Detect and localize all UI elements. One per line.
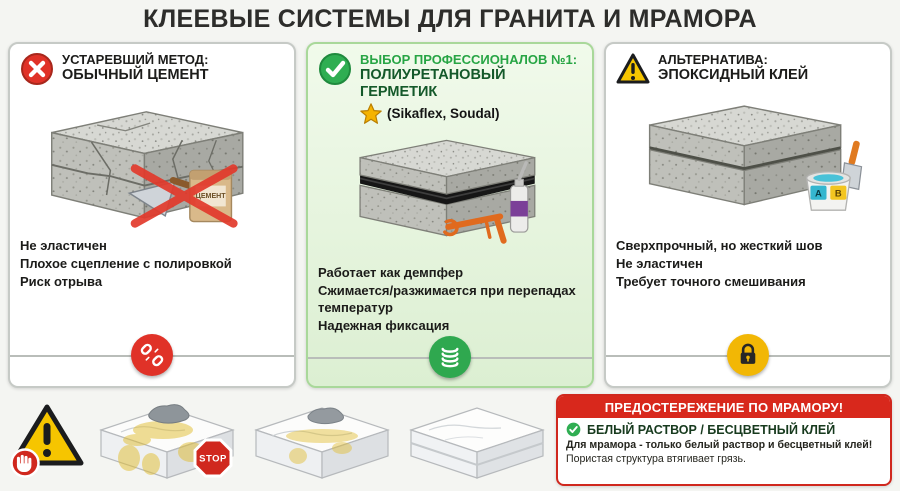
sealant-cartridge-icon <box>509 160 529 233</box>
bullet-item: Сверхпрочный, но жесткий шов <box>616 238 823 253</box>
panel-cement: УСТАРЕВШИЙ МЕТОД: ОБЫЧНЫЙ ЦЕМЕНТ <box>8 42 296 388</box>
dirt-stains <box>286 429 358 464</box>
epoxy-slabs-illustration: A B <box>616 91 880 231</box>
stop-hand-icon <box>10 448 40 478</box>
sealant-slabs-illustration <box>318 130 582 258</box>
rigid-seam <box>649 146 842 171</box>
bullet-item: Не эластичен <box>616 256 703 272</box>
check-circle-icon <box>318 52 352 86</box>
component-b-label: B <box>835 188 842 199</box>
bullet-item: Сжимается/разжимается при перепадах темп… <box>318 282 576 315</box>
check-circle-icon <box>566 422 581 437</box>
panel-sealant-badge-row <box>308 335 592 378</box>
panel-cement-badge-row <box>10 332 294 378</box>
panels-row: УСТАРЕВШИЙ МЕТОД: ОБЫЧНЫЙ ЦЕМЕНТ <box>8 42 892 388</box>
dirt-pile <box>148 404 190 424</box>
panel-sealant-headings: ВЫБОР ПРОФЕССИОНАЛОВ №1: ПОЛИУРЕТАНОВЫЙ … <box>360 52 582 125</box>
panel-epoxy-header: АЛЬТЕРНАТИВА: ЭПОКСИДНЫЙ КЛЕЙ <box>616 52 880 86</box>
warning-triangle-hand-icon <box>8 401 86 479</box>
marble-block-clean-illustration <box>401 396 551 484</box>
bullet-item: Риск отрыва <box>20 274 103 290</box>
stop-sign-icon: STOP <box>193 438 233 478</box>
marble-warning-subheading-row: БЕЛЫЙ РАСТВОР / БЕСЦВЕТНЫЙ КЛЕЙ <box>558 418 890 438</box>
page-title: КЛЕЕВЫЕ СИСТЕМЫ ДЛЯ ГРАНИТА И МРАМОРА <box>143 5 757 33</box>
panel-epoxy: АЛЬТЕРНАТИВА: ЭПОКСИДНЫЙ КЛЕЙ <box>604 42 892 388</box>
warning-triangle-icon <box>616 52 650 86</box>
panel-sealant-header: ВЫБОР ПРОФЕССИОНАЛОВ №1: ПОЛИУРЕТАНОВЫЙ … <box>318 52 582 125</box>
panel-cement-headings: УСТАРЕВШИЙ МЕТОД: ОБЫЧНЫЙ ЦЕМЕНТ <box>62 52 284 84</box>
marble-block-partial-stain-illustration <box>246 396 396 484</box>
dirt-pile <box>307 407 344 425</box>
bullet-item: Плохое сцепление с полировкой <box>20 256 232 272</box>
panel-epoxy-headings: АЛЬТЕРНАТИВА: ЭПОКСИДНЫЙ КЛЕЙ <box>658 52 880 84</box>
panel-epoxy-badge-row <box>606 332 890 378</box>
cement-bag-label: ЦЕМЕНТ <box>196 192 227 200</box>
bullet-item: Не эластичен <box>20 238 107 253</box>
panel-heading-line2: ЭПОКСИДНЫЙ КЛЕЙ <box>658 67 809 84</box>
panel-heading-line1: АЛЬТЕРНАТИВА: <box>658 52 768 67</box>
red-cross-overlay-icon <box>130 164 238 228</box>
panel-heading-line2: ПОЛИУРЕТАНОВЫЙ ГЕРМЕТИК <box>360 67 506 101</box>
star-icon <box>360 102 382 125</box>
marble-warning-box: ПРЕДОСТЕРЕЖЕНИЕ ПО МРАМОРУ! БЕЛЫЙ РАСТВО… <box>556 394 892 486</box>
component-a-label: A <box>815 188 822 199</box>
bullet-item: Работает как демпфер <box>318 264 464 280</box>
marble-warning-body-strong: Для мрамора - только белый раствор и бес… <box>566 439 873 451</box>
marble-warning-body-regular: Пористая структура втягивает грязь. <box>566 452 746 465</box>
panel-heading-brands: (Sikaflex, Soudal) <box>387 106 500 122</box>
panel-cement-bullets: Не эластичен Плохое сцепление с полировк… <box>20 236 284 291</box>
x-circle-icon <box>20 52 54 86</box>
bullet-item: Требует точного смешивания <box>616 274 806 290</box>
caulking-gun-icon <box>443 213 507 244</box>
marble-block-stained-illustration: STOP <box>91 396 241 484</box>
stop-sign-label: STOP <box>199 454 227 465</box>
broken-chain-icon <box>131 334 173 376</box>
padlock-icon <box>727 334 769 376</box>
panel-epoxy-bullets: Сверхпрочный, но жесткий шов Не эластиче… <box>616 236 880 291</box>
marble-footer: STOP <box>8 394 892 486</box>
panel-sealant-bullets: Работает как демпфер Сжимается/разжимает… <box>318 263 582 336</box>
panel-heading-line1: УСТАРЕВШИЙ МЕТОД: <box>62 52 209 67</box>
bullet-item: Надежная фиксация <box>318 318 450 334</box>
panel-cement-header: УСТАРЕВШИЙ МЕТОД: ОБЫЧНЫЙ ЦЕМЕНТ <box>20 52 284 86</box>
panel-sealant: ВЫБОР ПРОФЕССИОНАЛОВ №1: ПОЛИУРЕТАНОВЫЙ … <box>306 42 594 388</box>
marble-warning-subheading: БЕЛЫЙ РАСТВОР / БЕСЦВЕТНЫЙ КЛЕЙ <box>587 422 836 437</box>
marble-warning-banner: ПРЕДОСТЕРЕЖЕНИЕ ПО МРАМОРУ! <box>558 396 890 418</box>
panel-heading-line2: ОБЫЧНЫЙ ЦЕМЕНТ <box>62 67 209 84</box>
marble-warning-body: Для мрамора - только белый раствор и бес… <box>558 438 890 471</box>
cement-block-illustration: ЦЕМЕНТ <box>20 91 284 231</box>
spring-icon <box>429 335 471 378</box>
panel-heading-line1: ВЫБОР ПРОФЕССИОНАЛОВ №1: <box>360 52 578 67</box>
epoxy-bucket-icon: A B <box>805 171 851 211</box>
